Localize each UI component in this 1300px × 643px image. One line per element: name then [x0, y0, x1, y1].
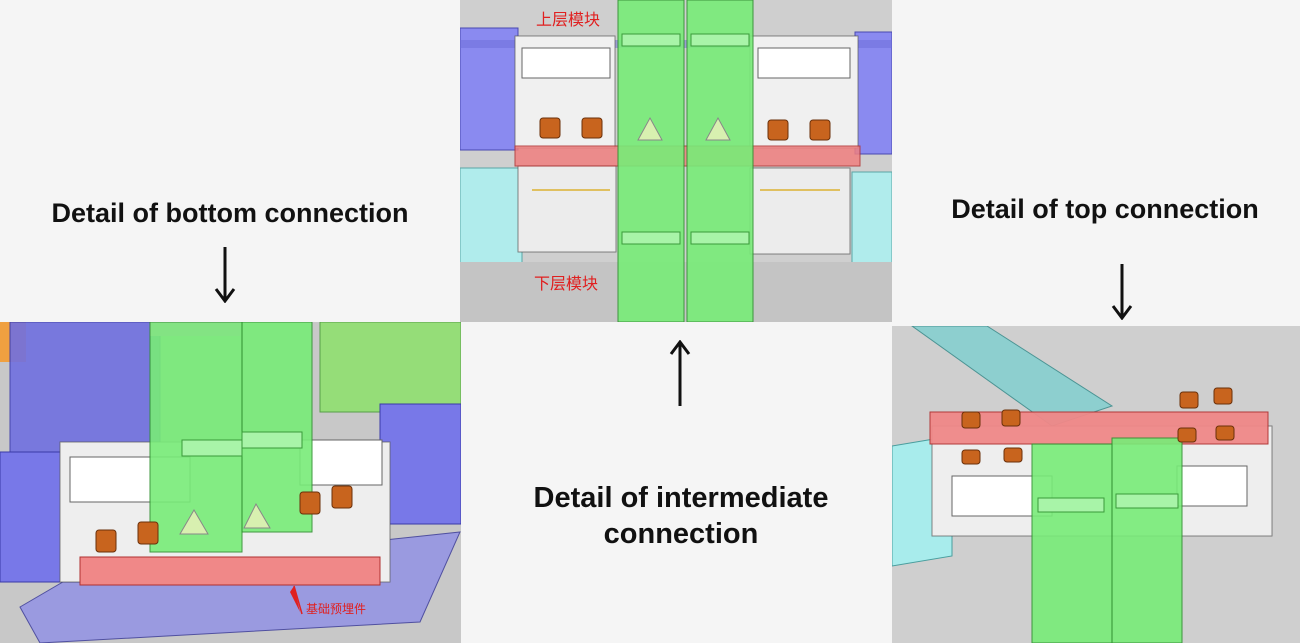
intermediate-connection-render: 上层模块 下层模块: [460, 0, 892, 322]
caption-intermediate-line2: connection: [603, 518, 759, 550]
bottom-connection-render: 基础预埋件: [0, 322, 461, 643]
arrow-down-icon: [214, 247, 236, 303]
label-foundation-embedded-part: 基础预埋件: [306, 602, 367, 616]
caption-top-connection: Detail of top connection: [951, 194, 1259, 224]
arrow-up-icon: [669, 340, 691, 406]
caption-intermediate-line1: Detail of intermediate: [533, 482, 829, 514]
label-lower-module: 下层模块: [534, 274, 599, 293]
top-connection-render: [892, 326, 1300, 643]
arrow-down-icon: [1111, 264, 1133, 320]
label-upper-module: 上层模块: [536, 10, 601, 29]
caption-bottom-connection: Detail of bottom connection: [51, 198, 409, 228]
